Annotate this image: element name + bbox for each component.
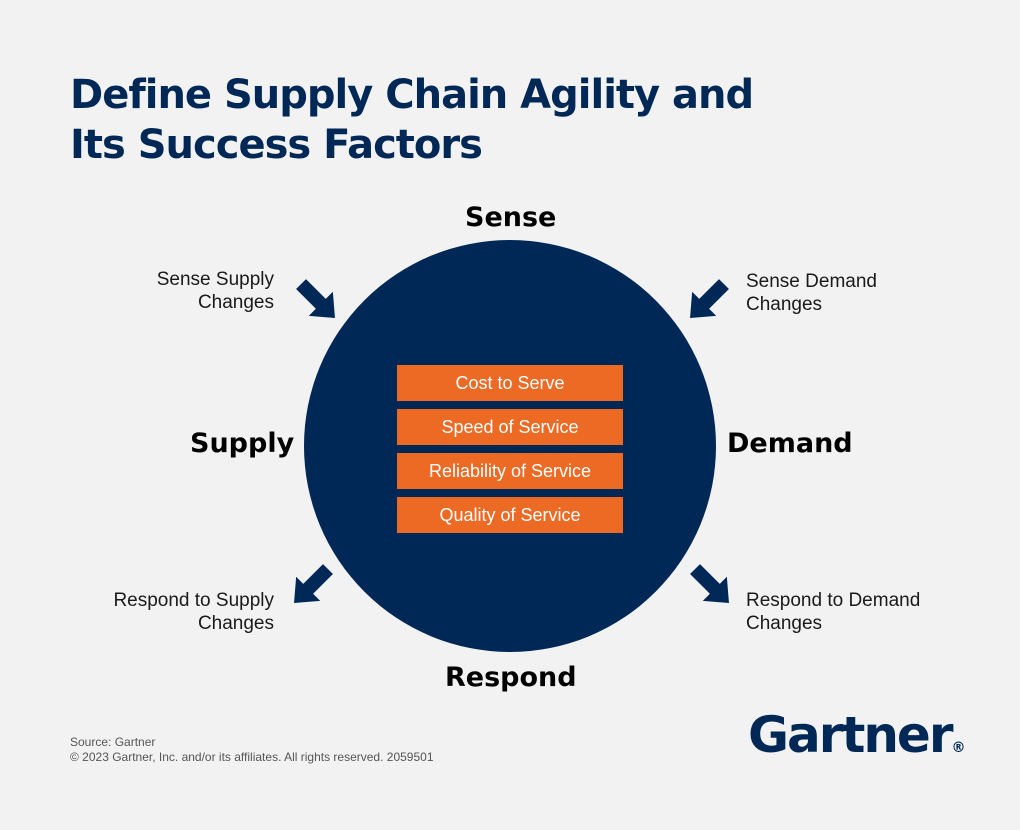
factor-reliability-of-service: Reliability of Service (397, 453, 623, 489)
factor-cost-to-serve: Cost to Serve (397, 365, 623, 401)
label-respond-demand-changes: Respond to Demand Changes (746, 590, 921, 634)
pole-respond: Respond (445, 662, 577, 693)
source-note: Source: Gartner © 2023 Gartner, Inc. and… (70, 735, 434, 764)
title-line-2: Its Success Factors (70, 122, 483, 168)
arrow-sense-demand-icon (690, 279, 729, 318)
label-sense-supply-changes: Sense Supply Changes (156, 269, 274, 313)
agility-circle (304, 240, 716, 652)
pole-supply: Supply (190, 428, 295, 459)
arrow-sense-supply-icon (296, 279, 335, 318)
registered-mark: ® (951, 740, 966, 756)
page-title: Define Supply Chain Agility and Its Succ… (70, 70, 870, 170)
pole-sense: Sense (465, 202, 557, 233)
pole-demand: Demand (727, 428, 853, 459)
arrow-respond-supply-icon (294, 564, 333, 603)
label-respond-supply-changes: Respond to Supply Changes (113, 590, 274, 634)
title-line-1: Define Supply Chain Agility and (70, 72, 754, 118)
factor-quality-of-service: Quality of Service (397, 497, 623, 533)
success-factors-list: Cost to Serve Speed of Service Reliabili… (397, 365, 623, 541)
factor-speed-of-service: Speed of Service (397, 409, 623, 445)
gartner-logo: Gartner® (748, 706, 966, 764)
label-sense-demand-changes: Sense Demand Changes (746, 271, 877, 315)
arrow-respond-demand-icon (690, 564, 729, 603)
